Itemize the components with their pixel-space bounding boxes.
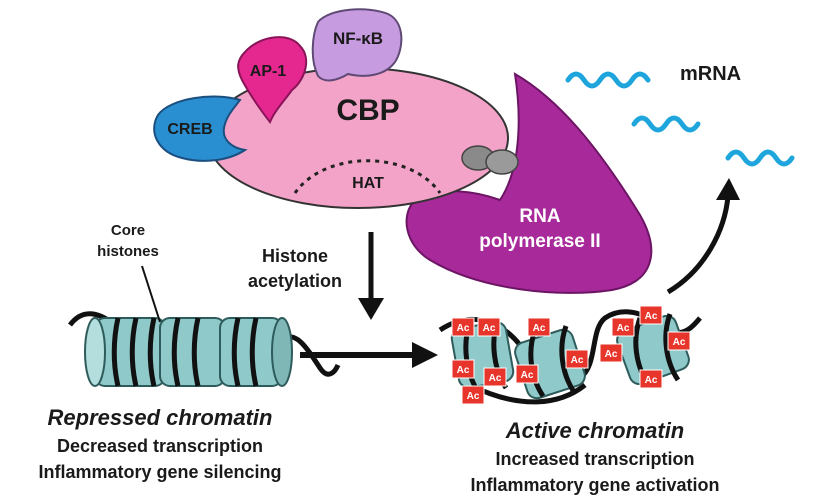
repressed-line2: Inflammatory gene silencing [38,462,281,482]
active-line1: Increased transcription [495,449,694,469]
svg-text:Ac: Ac [483,323,496,334]
repressed-title: Repressed chromatin [48,405,273,430]
mrna-strand-2 [631,115,701,133]
acetyl-tag: Ac [565,349,589,369]
hat-label: HAT [352,175,384,192]
acetyl-tag: Ac [639,305,663,325]
creb-label: CREB [167,121,212,138]
svg-text:Ac: Ac [645,375,658,386]
nfkb-label: NF-κB [333,29,383,48]
rna-pol-label-line1: RNA [519,206,560,227]
acetyl-tag: Ac [451,359,475,379]
nfkb-shape [311,8,403,82]
mrna-strand-3 [725,149,795,167]
acetyl-tag: Ac [515,364,539,384]
svg-text:Ac: Ac [617,323,630,334]
svg-text:Ac: Ac [571,355,584,366]
acetyl-tag: Ac [483,367,507,387]
core-histones-label-line1: Core [111,222,145,239]
acetyl-tag: Ac [527,317,551,337]
svg-text:Ac: Ac [489,373,502,384]
acetyl-tag: Ac [599,343,623,363]
process-label-line1: Histone [262,246,328,266]
acetyl-tag: Ac [639,369,663,389]
svg-text:Ac: Ac [605,349,618,360]
acetyl-tag: Ac [611,317,635,337]
acetyl-tag: Ac [451,317,475,337]
ap1-shape [237,36,308,124]
svg-text:Ac: Ac [457,365,470,376]
rna-pol-label-line2: polymerase II [479,231,600,252]
transition-arrowhead [412,342,438,368]
ap1-label: AP-1 [250,63,287,80]
core-histones-label-line2: histones [97,243,159,260]
mrna-label: mRNA [680,63,741,85]
acetyl-tags: Ac Ac Ac Ac Ac Ac Ac Ac Ac Ac Ac Ac Ac [451,305,691,405]
transcription-arrow [666,195,731,295]
creb-shape [153,95,248,162]
connector-ball-2 [485,149,519,175]
hat-domain-arc [293,159,442,194]
active-line2: Inflammatory gene activation [470,475,719,495]
repressed-dna-wraps [111,317,259,387]
svg-text:Ac: Ac [533,323,546,334]
acetyl-tag: Ac [477,317,501,337]
svg-text:Ac: Ac [521,370,534,381]
rna-polymerase-shape [405,72,653,294]
acetyl-tag: Ac [667,331,691,351]
cbp-label: CBP [336,94,399,127]
svg-text:Ac: Ac [467,391,480,402]
process-label-line2: acetylation [248,271,342,291]
transcription-arrowhead [716,178,740,200]
svg-text:Ac: Ac [645,311,658,322]
svg-text:Ac: Ac [457,323,470,334]
acetylation-arrowhead [358,298,384,320]
core-histones-pointer [141,265,161,323]
mrna-strand-1 [565,71,651,89]
repressed-line1: Decreased transcription [57,436,263,456]
active-title: Active chromatin [505,418,685,443]
svg-text:Ac: Ac [673,337,686,348]
acetyl-tag: Ac [461,385,485,405]
